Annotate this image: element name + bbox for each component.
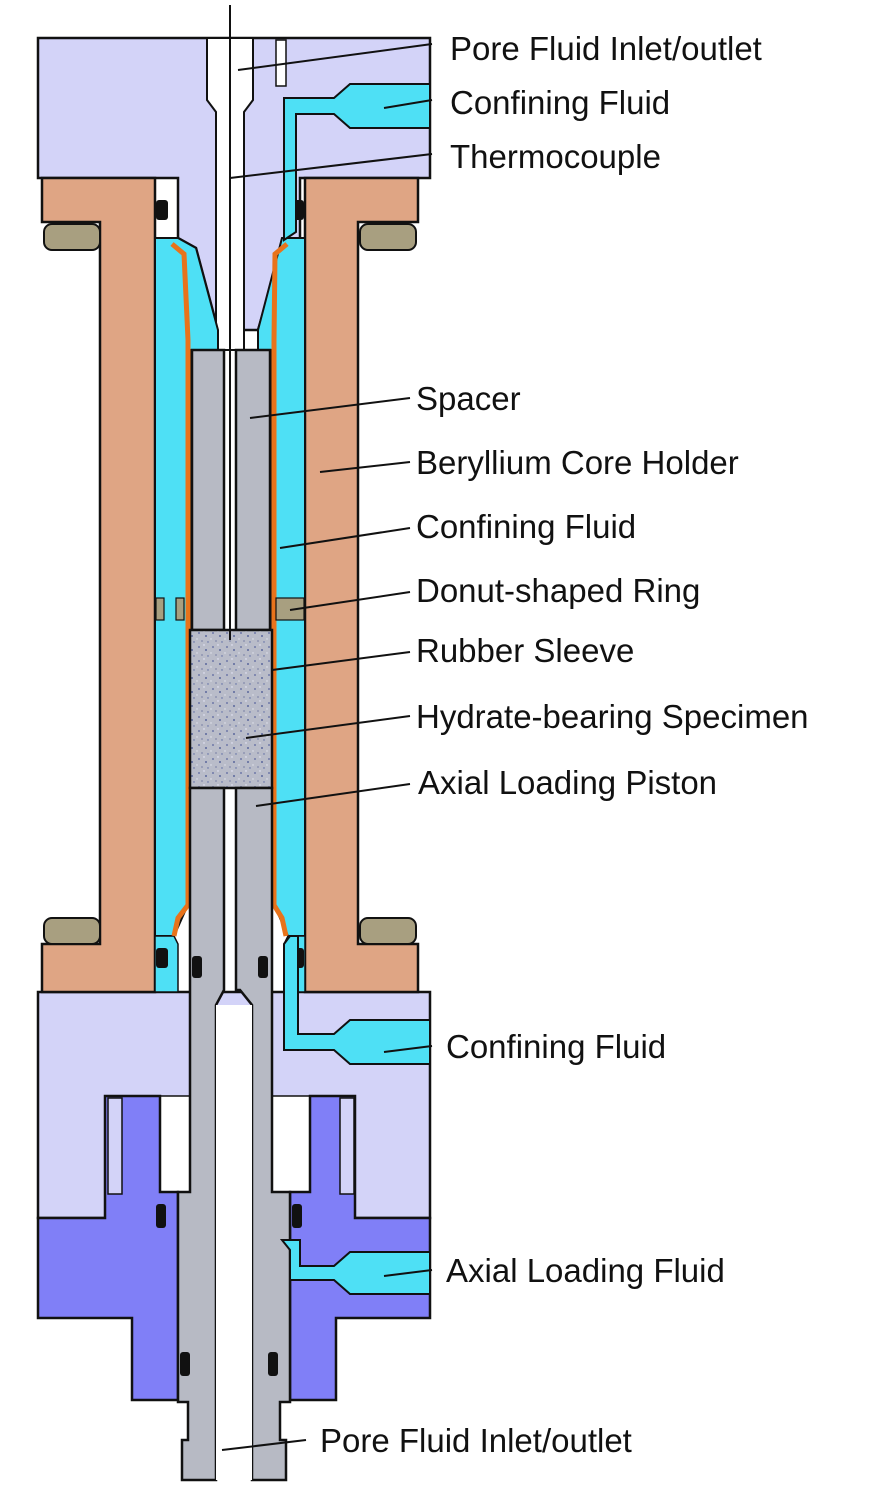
rubber-sleeve <box>170 242 289 937</box>
label-rubber-sleeve: Rubber Sleeve <box>416 632 635 669</box>
label-confining-fluid-top: Confining Fluid <box>450 84 671 121</box>
fluid-ports <box>279 83 431 1295</box>
label-beryllium-core-holder: Beryllium Core Holder <box>416 444 739 481</box>
label-axial-loading-fluid: Axial Loading Fluid <box>446 1252 725 1289</box>
label-axial-piston: Axial Loading Piston <box>418 764 718 801</box>
flange-pads <box>43 223 417 945</box>
label-thermocouple: Thermocouple <box>450 138 661 175</box>
axial-loading-piston <box>176 786 292 1482</box>
hydrate-bearing-specimen <box>188 628 274 790</box>
leader-lines <box>221 43 433 1451</box>
label-pore-fluid-top: Pore Fluid Inlet/outlet <box>450 30 762 67</box>
label-confining-fluid-mid: Confining Fluid <box>416 508 637 545</box>
axial-loading-cylinder <box>36 1094 432 1402</box>
label-pore-fluid-bottom: Pore Fluid Inlet/outlet <box>320 1422 632 1459</box>
label-donut-ring: Donut-shaped Ring <box>416 572 701 609</box>
label-confining-fluid-bottom: Confining Fluid <box>446 1028 667 1065</box>
spacer <box>190 348 272 632</box>
label-spacer: Spacer <box>416 380 521 417</box>
label-specimen: Hydrate-bearing Specimen <box>416 698 809 735</box>
